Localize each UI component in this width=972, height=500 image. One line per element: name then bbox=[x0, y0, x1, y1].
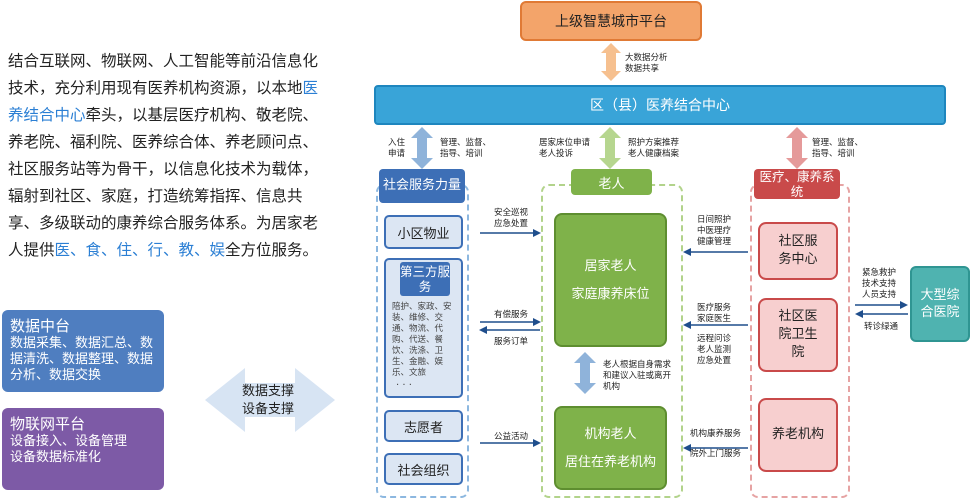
third-party-header: 第三方服务 bbox=[400, 262, 451, 296]
top-platform-box: 上级智慧城市平台 bbox=[520, 1, 702, 41]
institution-elderly-title: 机构老人 bbox=[584, 427, 637, 442]
flow-arrows bbox=[479, 229, 908, 452]
label-home-bed-apply-1: 居家床位申请 bbox=[539, 138, 591, 148]
label-left-manage: 管理、监督、 指导、培训 bbox=[440, 138, 491, 160]
community-hospital-box: 社区医院卫生院 bbox=[758, 298, 838, 372]
label-inst-service: 机构康养服务 院外上门服务 bbox=[690, 429, 741, 460]
label-care-plan: 照护方案推荐 老人健康档案 bbox=[628, 138, 679, 160]
data-center-title: 数据中台 bbox=[10, 317, 71, 335]
label-left-manage-1: 管理、监督、 bbox=[440, 138, 492, 148]
label-safety-2: 应急处置 bbox=[494, 219, 529, 229]
home-elderly-title: 居家老人 bbox=[584, 259, 637, 274]
label-safety: 安全巡视 应急处置 bbox=[494, 208, 528, 230]
intro-highlight-services: 医、食、住、行、教、娱 bbox=[54, 241, 226, 259]
label-service-order: 服务订单 bbox=[494, 337, 529, 347]
label-emergency-1: 紧急救护 bbox=[862, 268, 897, 278]
label-left-manage-2: 指导、培训 bbox=[440, 149, 483, 159]
label-checkin-apply-2: 申请 bbox=[388, 149, 406, 159]
institution-elderly-subtitle: 居住在养老机构 bbox=[564, 455, 656, 470]
label-paid-service: 有偿服务 bbox=[494, 310, 529, 320]
support-label: 数据支撑 设备支撑 bbox=[218, 383, 318, 419]
third-party-service-box: 第三方服务 陪护、家政、安装、维修、交通、物流、代购、代送、餐饮、洗涤、卫生、金… bbox=[384, 258, 463, 398]
support-label-2: 设备支撑 bbox=[241, 402, 294, 417]
label-daily-care-1: 日间照护 bbox=[697, 215, 732, 225]
label-checkin-apply: 入住 申请 bbox=[388, 138, 405, 160]
label-emergency: 紧急救护 技术支持 人员支持 bbox=[862, 268, 896, 301]
left-vertical-arrow bbox=[411, 127, 433, 169]
intro-text-1: 结合互联网、物联网、人工智能等前沿信息化技术，充分利用现有医养机构资源，以本地 bbox=[8, 52, 319, 97]
elderly-transition-arrow bbox=[574, 352, 596, 394]
iot-platform-box: 物联网平台 设备接入、设备管理 设备数据标准化 bbox=[2, 408, 164, 490]
data-center-box: 数据中台 数据采集、数据汇总、数据清洗、数据整理、数据分析、数据交换 bbox=[2, 310, 164, 392]
property-box: 小区物业 bbox=[384, 215, 463, 249]
top-center-arrow bbox=[601, 43, 621, 81]
top-arrow-label-1: 大数据分析 bbox=[625, 53, 668, 63]
district-center-box: 区（县）医养结合中心 bbox=[374, 85, 946, 125]
label-inst-service-2: 院外上门服务 bbox=[690, 449, 742, 459]
label-referral: 转诊绿通 bbox=[864, 322, 899, 332]
big-hospital-box: 大型综合医院 bbox=[910, 266, 970, 342]
social-org-box: 社会组织 bbox=[384, 453, 463, 485]
label-emergency-2: 技术支持 bbox=[862, 279, 897, 289]
label-elderly-transition: 老人根据自身需求和建议入驻或离开机构 bbox=[603, 360, 672, 392]
intro-paragraph: 结合互联网、物联网、人工智能等前沿信息化技术，充分利用现有医养机构资源，以本地医… bbox=[8, 48, 320, 264]
intro-highlight-center: 医养结合中心 bbox=[8, 79, 319, 124]
social-service-header: 社会服务力量 bbox=[379, 169, 465, 203]
volunteer-box: 志愿者 bbox=[384, 410, 463, 442]
third-party-more: · · · bbox=[396, 380, 412, 391]
label-inst-service-1: 机构康养服务 bbox=[690, 429, 742, 439]
label-remote-1: 远程问诊 bbox=[697, 334, 732, 344]
home-elderly-box: 居家老人 家庭康养床位 bbox=[554, 213, 667, 347]
elderly-header: 老人 bbox=[571, 169, 652, 195]
label-public-activity: 公益活动 bbox=[494, 432, 529, 442]
iot-platform-desc-2: 设备数据标准化 bbox=[10, 450, 102, 465]
label-daily-care-3: 健康管理 bbox=[697, 237, 732, 247]
iot-platform-title: 物联网平台 bbox=[10, 415, 86, 433]
label-daily-care: 日间照护 中医理疗 健康管理 bbox=[697, 215, 731, 248]
data-center-desc: 数据采集、数据汇总、数据清洗、数据整理、数据分析、数据交换 bbox=[10, 336, 154, 383]
nursing-institution-box: 养老机构 bbox=[758, 398, 838, 472]
label-right-manage: 管理、监督、 指导、培训 bbox=[812, 138, 863, 160]
right-vertical-arrow bbox=[786, 127, 808, 169]
label-remote-3: 应急处置 bbox=[697, 356, 732, 366]
label-checkin-apply-1: 入住 bbox=[388, 138, 406, 148]
support-label-1: 数据支撑 bbox=[241, 384, 294, 399]
intro-text-3: 全方位服务。 bbox=[225, 241, 319, 259]
label-remote-2: 老人监测 bbox=[697, 345, 732, 355]
medical-care-header: 医疗、康养系统 bbox=[754, 169, 840, 199]
label-medical-service-1: 医疗服务 bbox=[697, 303, 732, 313]
community-center-box: 社区服务中心 bbox=[758, 222, 838, 280]
intro-text-2: 牵头，以基层医疗机构、敬老院、养老院、福利院、医养综合体、养老顾问点、社区服务站… bbox=[8, 106, 319, 259]
third-party-desc: 陪护、家政、安装、维修、交通、物流、代购、代送、餐饮、洗涤、卫生、金融、娱乐、文… bbox=[392, 302, 452, 378]
label-home-bed-apply-2: 老人投诉 bbox=[539, 149, 574, 159]
label-safety-1: 安全巡视 bbox=[494, 208, 529, 218]
support-double-arrow bbox=[205, 368, 335, 432]
label-care-plan-1: 照护方案推荐 bbox=[628, 138, 680, 148]
label-emergency-3: 人员支持 bbox=[862, 290, 897, 300]
label-daily-care-2: 中医理疗 bbox=[697, 226, 732, 236]
label-medical-service: 医疗服务 家庭医生 bbox=[697, 303, 731, 325]
top-arrow-label: 大数据分析 数据共享 bbox=[625, 53, 668, 75]
label-right-manage-2: 指导、培训 bbox=[812, 149, 855, 159]
label-medical-service-2: 家庭医生 bbox=[697, 314, 732, 324]
label-right-manage-1: 管理、监督、 bbox=[812, 138, 864, 148]
iot-platform-desc-1: 设备接入、设备管理 bbox=[10, 434, 128, 449]
top-arrow-label-2: 数据共享 bbox=[625, 64, 660, 74]
institution-elderly-box: 机构老人 居住在养老机构 bbox=[554, 406, 667, 490]
label-care-plan-2: 老人健康档案 bbox=[628, 149, 680, 159]
label-remote: 远程问诊 老人监测 应急处置 bbox=[697, 334, 731, 367]
label-home-bed-apply: 居家床位申请 老人投诉 bbox=[539, 138, 590, 160]
home-elderly-subtitle: 家庭康养床位 bbox=[571, 287, 650, 302]
middle-vertical-arrow bbox=[599, 127, 621, 169]
